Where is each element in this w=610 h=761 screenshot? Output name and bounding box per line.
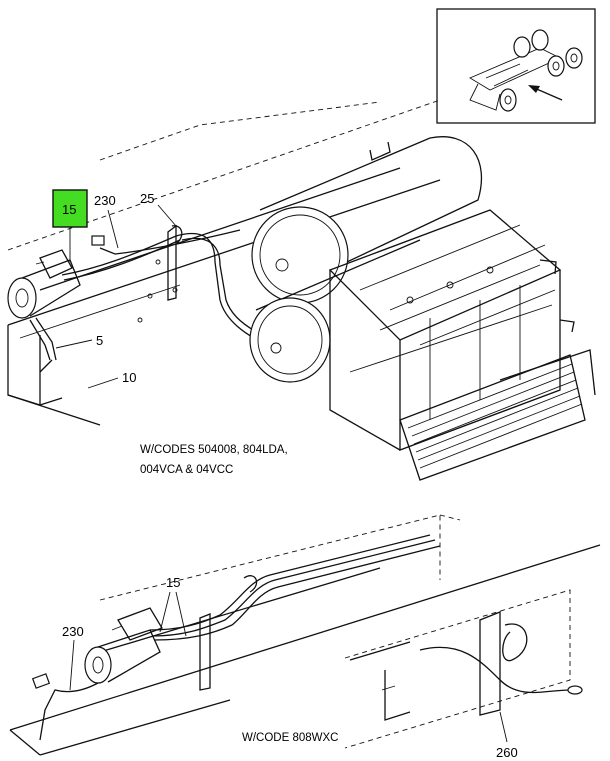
clamp-25-top: [167, 224, 183, 301]
callout-15-label-bottom: 15: [166, 575, 180, 590]
step-assembly: [399, 349, 596, 481]
locator-inset: [436, 8, 596, 124]
callout-5-label: 5: [96, 333, 103, 348]
callout-10-label: 10: [122, 370, 136, 385]
top-frame-rail: [7, 99, 441, 426]
bottom-frame-rail: [9, 514, 601, 756]
callout-10: 10: [87, 370, 136, 389]
fuel-tank-upper: [251, 136, 483, 304]
wiring-harness-bottom: [31, 534, 441, 741]
callout-15-label-top: 15: [62, 202, 76, 217]
callout-15-top: 15: [52, 189, 88, 262]
callout-260-label: 260: [496, 745, 518, 760]
callout-230-bottom: 230: [62, 624, 84, 691]
solenoid-top: [7, 249, 81, 319]
callout-230-label-bottom: 230: [62, 624, 84, 639]
detail-inset-bracket: [344, 589, 583, 749]
solenoid-bottom: [84, 607, 163, 684]
caption-top-line2: 004VCA & 04VCC: [140, 464, 233, 476]
callout-5: 5: [55, 333, 103, 349]
wiring-harness-top: [29, 229, 323, 373]
callout-25-label: 25: [140, 191, 154, 206]
callout-15-highlight: [52, 189, 88, 228]
truck-chassis-icon: [469, 29, 583, 112]
callout-230-label-top: 230: [94, 193, 116, 208]
fuel-tank-lower: [249, 239, 421, 383]
callout-25: 25: [140, 191, 177, 227]
callout-15-bottom: 15: [159, 575, 187, 637]
callout-260: 260: [496, 711, 518, 760]
locator-arrow-icon: [528, 85, 563, 101]
callout-230-top: 230: [94, 193, 119, 249]
caption-bottom: W/CODE 808WXC: [242, 732, 339, 744]
caption-top-line1: W/CODES 504008, 804LDA,: [140, 444, 288, 456]
battery-box: [328, 209, 575, 451]
